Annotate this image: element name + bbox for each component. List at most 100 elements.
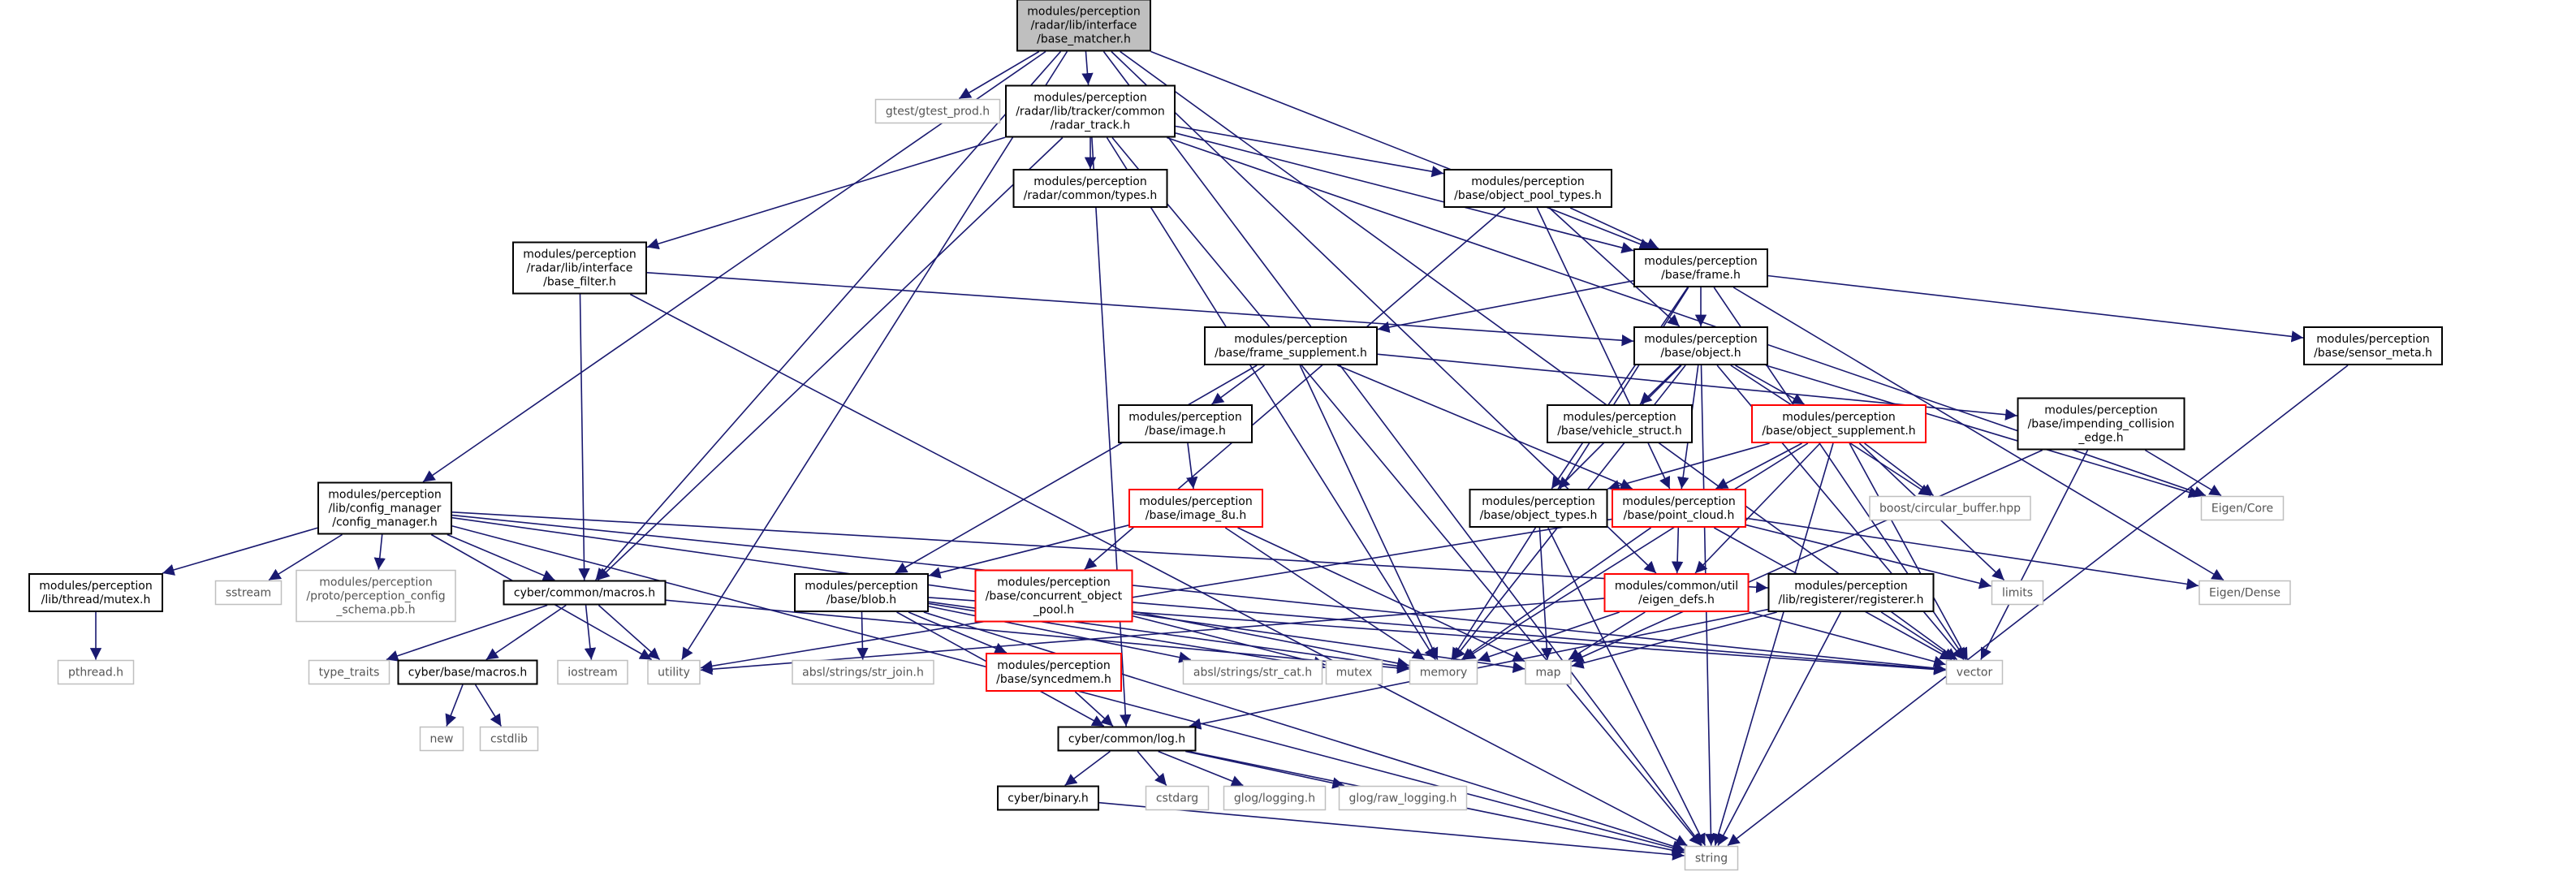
node-label: /lib/config_manager — [329, 503, 442, 516]
node-cstdarg: cstdarg — [1145, 785, 1210, 811]
node-memory: memory — [1409, 659, 1478, 685]
edge-cyber-macros-to-utility — [598, 604, 661, 661]
node-box — [647, 659, 701, 685]
node-eigen-defs[interactable]: modules/common/util/eigen_defs.h — [1603, 573, 1750, 612]
node-label: type_traits — [319, 667, 380, 680]
node-base-filter[interactable]: modules/perception/radar/lib/interface/b… — [512, 241, 647, 295]
edge-blob-to-str-join — [857, 611, 869, 660]
edge-line — [908, 611, 1008, 654]
node-pthread: pthread.h — [57, 659, 135, 685]
node-label: utility — [658, 667, 690, 680]
node-concurrent-pool[interactable]: modules/perception/base/concurrent_objec… — [974, 569, 1133, 623]
node-object-pool-types[interactable]: modules/perception/base/object_pool_type… — [1443, 169, 1612, 208]
node-label: modules/perception — [1563, 411, 1676, 424]
node-box — [2198, 580, 2291, 606]
node-box — [1204, 326, 1378, 365]
node-label: map — [1535, 667, 1560, 680]
node-label: /base/object_pool_types.h — [1454, 189, 1602, 202]
node-cyber-base-macros[interactable]: cyber/base/macros.h — [397, 659, 538, 685]
edge-cyber-log-to-cyber-binary — [1064, 750, 1111, 787]
edge-line — [1175, 125, 1444, 178]
node-image-8u[interactable]: modules/perception/base/image_8u.h — [1128, 489, 1263, 528]
edge-line — [1694, 442, 1821, 574]
edge-config-manager-to-perception-config — [373, 534, 386, 570]
node-type-traits: type_traits — [308, 659, 390, 685]
node-cyber-macros[interactable]: cyber/common/macros.h — [503, 580, 667, 606]
node-label: modules/perception — [1644, 333, 1757, 346]
edge-frame-supplement-to-point-cloud — [1337, 365, 1633, 490]
node-box — [479, 726, 539, 752]
node-label: modules/perception — [1139, 495, 1252, 508]
edge-blob-to-string — [923, 611, 1685, 852]
node-box — [1409, 659, 1478, 685]
edge-registerer-to-vector — [1880, 611, 1956, 661]
node-label: /radar/lib/interface — [1031, 19, 1137, 32]
edge-line — [1849, 442, 1969, 660]
node-config-manager[interactable]: modules/perception/lib/config_manager/co… — [317, 481, 452, 535]
node-label: iostream — [567, 667, 618, 680]
node-label: /base/sensor_meta.h — [2314, 347, 2432, 360]
edge-line — [1150, 50, 1652, 250]
edge-line — [928, 524, 1129, 579]
node-label: /base/image_8u.h — [1146, 509, 1247, 522]
edge-object-supplement-to-memory — [1463, 442, 1809, 661]
node-object-types[interactable]: modules/perception/base/object_types.h — [1469, 489, 1608, 528]
node-label: modules/perception — [1027, 6, 1140, 19]
node-iostream: iostream — [557, 659, 628, 685]
node-cyber-binary[interactable]: cyber/binary.h — [997, 785, 1099, 811]
node-box — [557, 659, 628, 685]
node-box — [1443, 169, 1612, 208]
node-object-supplement[interactable]: modules/perception/base/object_supplemen… — [1751, 404, 1927, 443]
node-mutex-h[interactable]: modules/perception/lib/thread/mutex.h — [28, 573, 163, 612]
node-blob[interactable]: modules/perception/base/blob.h — [794, 573, 929, 612]
node-impending[interactable]: modules/perception/base/impending_collis… — [2017, 397, 2186, 451]
node-object[interactable]: modules/perception/base/object.h — [1633, 326, 1768, 365]
node-image[interactable]: modules/perception/base/image.h — [1118, 404, 1253, 443]
node-point-cloud[interactable]: modules/perception/base/point_cloud.h — [1612, 489, 1746, 528]
node-box — [1612, 489, 1746, 528]
node-root[interactable]: modules/perception/radar/lib/interface/b… — [1016, 0, 1151, 52]
node-radar-types[interactable]: modules/perception/radar/common/types.h — [1012, 169, 1168, 208]
node-registerer[interactable]: modules/perception/lib/registerer/regist… — [1767, 573, 1935, 612]
edge-object-to-vehicle-struct — [1639, 365, 1681, 405]
nodes-layer: modules/perception/radar/lib/interface/b… — [28, 0, 2443, 871]
node-label: /config_manager.h — [332, 516, 438, 529]
edge-impending-to-map — [1571, 449, 2043, 662]
node-box — [792, 659, 934, 685]
node-label: cyber/binary.h — [1008, 792, 1089, 805]
node-frame-supplement[interactable]: modules/perception/base/frame_supplement… — [1204, 326, 1378, 365]
node-label: cstdarg — [1156, 792, 1198, 805]
node-box — [308, 659, 390, 685]
node-label: /radar_track.h — [1051, 119, 1130, 132]
edge-line — [1569, 207, 1659, 249]
node-syncedmem[interactable]: modules/perception/base/syncedmem.h — [986, 653, 1122, 692]
node-box — [1338, 785, 1468, 811]
node-label: /base/blob.h — [826, 593, 896, 606]
node-label: glog/raw_logging.h — [1349, 792, 1457, 805]
edge-frame-supplement-to-image — [1211, 365, 1265, 405]
edge-line — [597, 136, 1064, 581]
node-vehicle-struct[interactable]: modules/perception/base/vehicle_struct.h — [1547, 404, 1693, 443]
node-new: new — [419, 726, 464, 752]
edge-line — [1880, 611, 1956, 661]
node-radar-track[interactable]: modules/perception/radar/lib/tracker/com… — [1005, 84, 1176, 138]
edge-impending-to-vector — [1980, 450, 2089, 660]
edge-line — [451, 514, 1946, 675]
edge-line — [1237, 527, 1525, 662]
node-frame[interactable]: modules/perception/base/frame.h — [1633, 248, 1768, 287]
edges-layer — [89, 50, 2349, 861]
node-limits: limits — [1991, 580, 2044, 606]
edge-line — [857, 611, 869, 660]
node-sensor-meta[interactable]: modules/perception/base/sensor_meta.h — [2303, 326, 2443, 365]
edge-syncedmem-to-cyber-log — [1074, 691, 1114, 727]
edge-cyber-macros-to-memory — [666, 599, 1409, 674]
node-eigen-dense: Eigen/Dense — [2198, 580, 2291, 606]
node-glog-raw: glog/raw_logging.h — [1338, 785, 1468, 811]
edge-radar-track-to-object-pool-types — [1175, 125, 1444, 178]
edge-point-cloud-to-limits — [1745, 524, 1991, 589]
edge-line — [2144, 449, 2222, 497]
node-label: gtest/gtest_prod.h — [886, 106, 990, 119]
edge-line — [1377, 279, 1634, 334]
node-cyber-log[interactable]: cyber/common/log.h — [1057, 726, 1197, 752]
edge-cyber-base-macros-to-cstdlib — [474, 684, 503, 727]
